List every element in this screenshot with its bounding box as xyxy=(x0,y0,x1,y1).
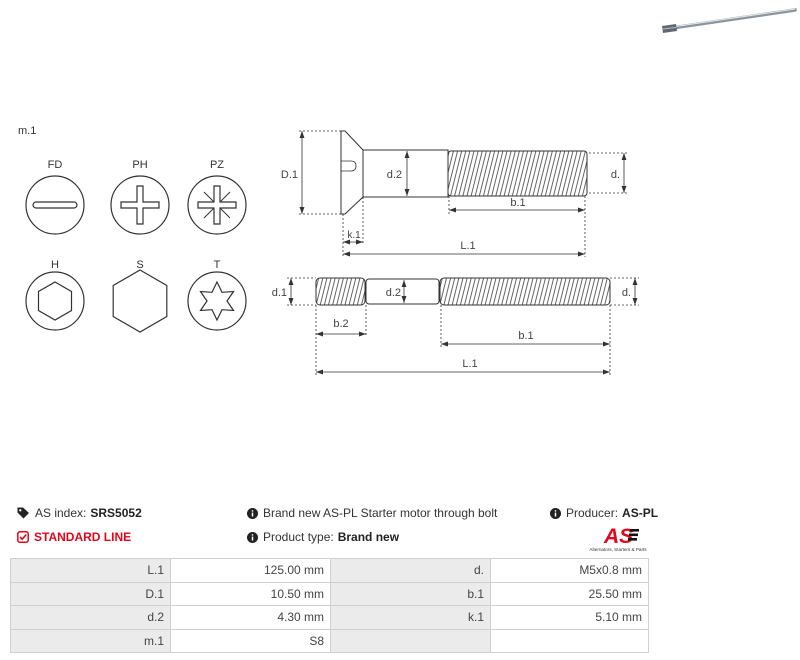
spec-label: m.1 xyxy=(10,628,171,653)
spec-value: S8 xyxy=(170,628,331,653)
dimension-b2-label: b.2 xyxy=(333,318,348,330)
rod-shank xyxy=(365,278,440,305)
logo-tagline: Alternators, Starters & Parts xyxy=(589,547,647,552)
logo-stripe xyxy=(628,538,637,541)
info-icon xyxy=(247,507,258,519)
logo-stripe xyxy=(630,529,639,532)
head-type-label: PZ xyxy=(210,159,224,171)
dimension-d1-label: d.1 xyxy=(272,287,287,299)
rod-thread-right xyxy=(439,277,611,306)
info-icon xyxy=(550,507,561,519)
dimension-d-label: d. xyxy=(622,287,631,299)
producer-label: Producer: xyxy=(566,506,619,520)
phillips-head-icon xyxy=(110,175,170,235)
product-line-label: STANDARD LINE xyxy=(34,530,132,544)
dimension-d-label: d. xyxy=(611,169,620,181)
product-photo xyxy=(662,8,797,33)
hex-head-icon xyxy=(112,269,168,333)
head-type-label: S xyxy=(136,259,143,271)
product-description-text: Brand new AS-PL Starter motor through bo… xyxy=(263,506,498,520)
check-square-icon xyxy=(17,531,29,543)
table-row: D.1 10.50 mm b.1 25.50 mm xyxy=(10,581,649,606)
dimension-b1-label: b.1 xyxy=(510,197,525,209)
hex-socket-head-icon xyxy=(25,271,85,331)
logo-stripe xyxy=(629,533,638,537)
spec-value: 4.30 mm xyxy=(170,605,331,630)
bolt-thread xyxy=(447,150,588,197)
rod-thread-left xyxy=(315,277,366,306)
threaded-rod-drawing: d.1 d.2 d. b.2 b.1 L.1 xyxy=(272,277,639,375)
as-index-value: SRS5052 xyxy=(90,506,142,520)
product-description: Brand new AS-PL Starter motor through bo… xyxy=(247,505,497,521)
spec-value: 10.50 mm xyxy=(170,581,331,606)
spec-value: 5.10 mm xyxy=(490,605,649,630)
head-type-label: T xyxy=(214,259,221,271)
slotted-head-icon xyxy=(25,175,85,235)
info-icon xyxy=(247,531,258,543)
head-types-label: m.1 xyxy=(18,125,36,137)
bolt-rod xyxy=(670,8,797,30)
dimension-d2-label: d.2 xyxy=(386,287,401,299)
bolt-shank xyxy=(362,149,449,198)
table-row: L.1 125.00 mm d. M5x0.8 mm xyxy=(10,558,649,583)
bolt-head xyxy=(340,130,364,215)
producer: Producer: AS-PL xyxy=(550,505,658,521)
product-type-label: Product type: xyxy=(263,530,334,544)
dimension-d2-label: d.2 xyxy=(387,169,402,181)
countersunk-bolt-drawing: D.1 d.2 d. b.1 k.1 L.1 xyxy=(281,130,628,257)
spec-label: D.1 xyxy=(10,581,171,606)
bolt-head-slot xyxy=(341,160,357,172)
technical-drawings: m.1 FD PH PZ H S T D.1 xyxy=(18,8,797,375)
spec-value: 125.00 mm xyxy=(170,558,331,583)
dimension-L1-label: L.1 xyxy=(462,358,477,370)
product-line: STANDARD LINE xyxy=(17,529,131,545)
spec-value: 25.50 mm xyxy=(490,581,649,606)
dimension-b1-label: b.1 xyxy=(518,330,533,342)
bolt-rod-highlight xyxy=(671,8,796,28)
spec-label: b.1 xyxy=(330,581,491,606)
torx-head-icon xyxy=(187,271,247,331)
spec-value: M5x0.8 mm xyxy=(490,558,649,583)
spec-label: k.1 xyxy=(330,605,491,630)
spec-label: d.2 xyxy=(10,605,171,630)
spec-label: d. xyxy=(330,558,491,583)
producer-value: AS-PL xyxy=(622,506,659,520)
table-row: m.1 S8 xyxy=(10,628,649,653)
spec-value-empty xyxy=(490,628,649,653)
product-type-value: Brand new xyxy=(337,530,400,544)
dimension-D1-label: D.1 xyxy=(281,169,298,181)
head-type-label: FD xyxy=(48,159,63,171)
as-index: AS index: SRS5052 xyxy=(17,505,142,521)
dimension-L1-label: L.1 xyxy=(460,240,475,252)
tag-icon xyxy=(17,507,29,519)
logo-lettering: AS xyxy=(603,525,633,548)
pozidriv-head-icon xyxy=(187,175,247,235)
as-index-label: AS index: xyxy=(35,506,87,520)
product-type: Product type: Brand new xyxy=(247,529,399,545)
table-row: d.2 4.30 mm k.1 5.10 mm xyxy=(10,605,649,630)
producer-logo: AS Alternators, Starters & Parts xyxy=(589,525,647,552)
spec-label: L.1 xyxy=(10,558,171,583)
dimension-k1-label: k.1 xyxy=(347,230,361,241)
head-type-label: PH xyxy=(132,159,147,171)
spec-label-empty xyxy=(330,628,491,653)
head-type-label: H xyxy=(51,259,59,271)
specs-table: L.1 125.00 mm d. M5x0.8 mm D.1 10.50 mm … xyxy=(10,558,649,653)
